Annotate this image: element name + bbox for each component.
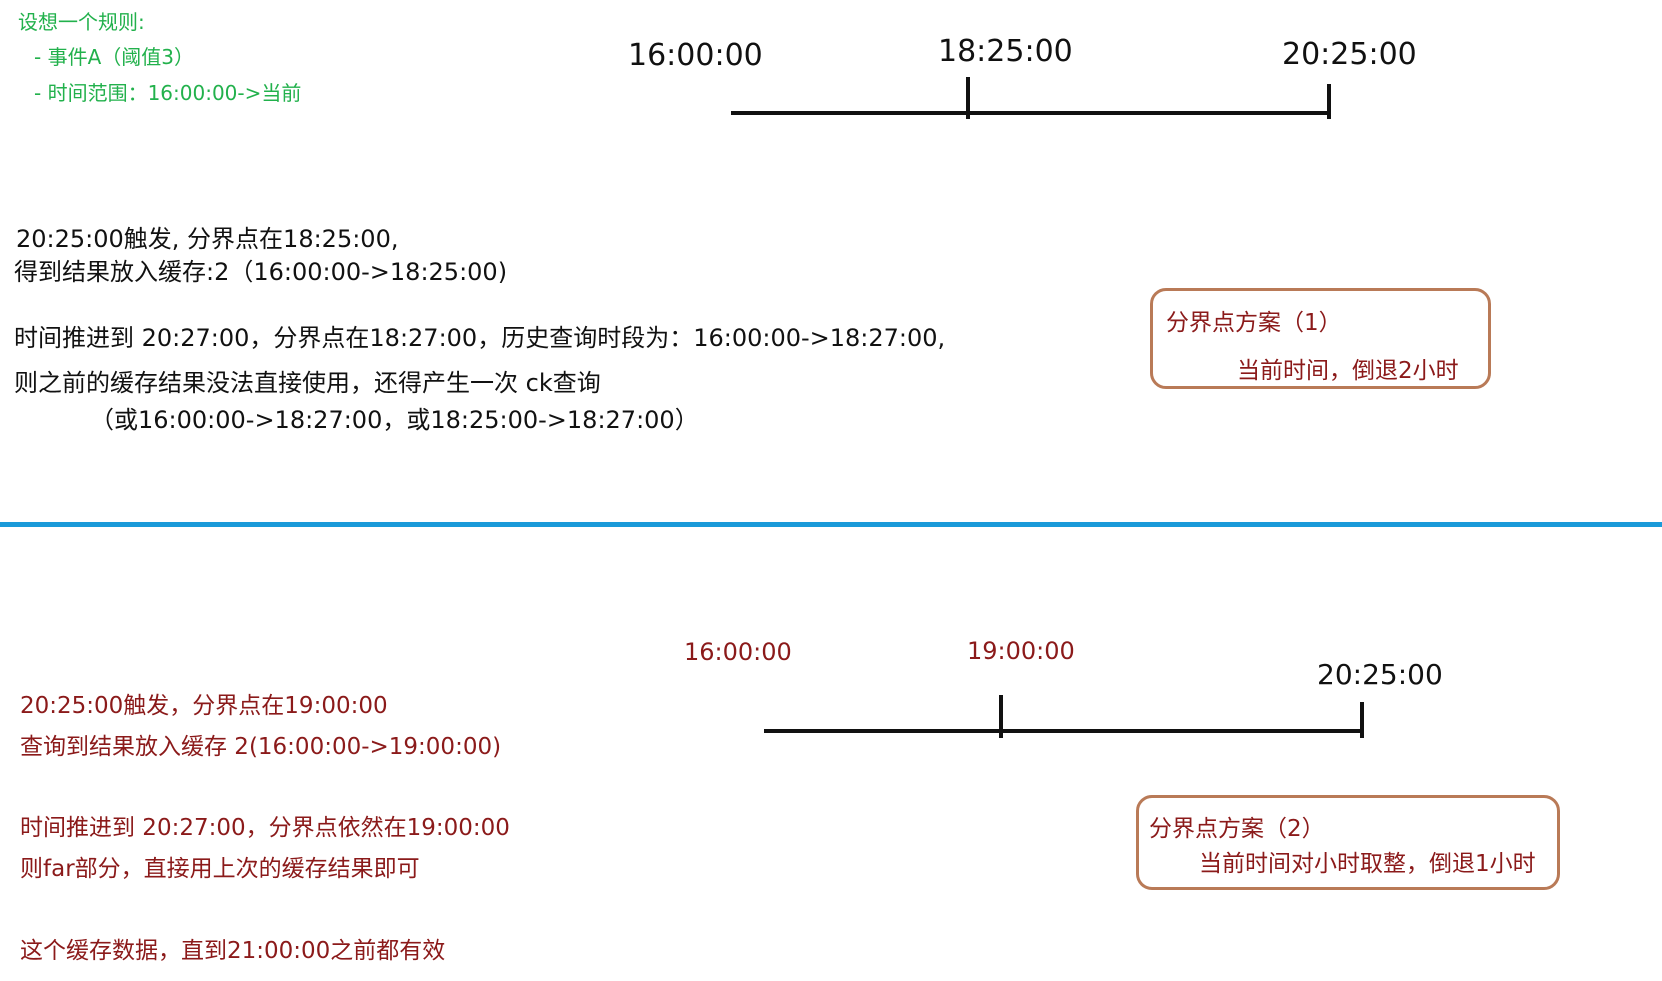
scheme2-subtitle: 当前时间对小时取整，倒退1小时 — [1199, 851, 1536, 877]
scheme2-title: 分界点方案（2） — [1149, 816, 1325, 842]
rule-title: 设想一个规则: — [18, 10, 145, 34]
section-divider — [0, 522, 1662, 527]
section2-line2: 查询到结果放入缓存 2(16:00:00->19:00:00) — [20, 734, 502, 760]
scheme1-title: 分界点方案（1） — [1166, 310, 1342, 336]
section1-line1: 20:25:00触发, 分界点在18:25:00, — [16, 225, 399, 253]
timeline1 — [731, 77, 1331, 119]
section2-line4: 则far部分，直接用上次的缓存结果即可 — [20, 856, 420, 882]
section1-line2: 得到结果放入缓存:2（16:00:00->18:25:00) — [14, 258, 508, 286]
timeline2-end-label: 20:25:00 — [1317, 658, 1443, 691]
rule-item-event: - 事件A（阈值3） — [34, 45, 194, 69]
section2-line1: 20:25:00触发，分界点在19:00:00 — [20, 693, 388, 719]
timeline2-start-label: 16:00:00 — [684, 638, 792, 666]
section2-line3: 时间推进到 20:27:00，分界点依然在19:00:00 — [20, 815, 510, 841]
timeline1-mid-label: 18:25:00 — [938, 34, 1073, 69]
timeline1-start-label: 16:00:00 — [628, 38, 763, 73]
section1-line5: （或16:00:00->18:27:00，或18:25:00->18:27:00… — [90, 406, 699, 434]
scheme2-box: 分界点方案（2） 当前时间对小时取整，倒退1小时 — [1136, 795, 1560, 890]
rule-item-time-range: - 时间范围：16:00:00->当前 — [34, 81, 302, 105]
section2-line5: 这个缓存数据，直到21:00:00之前都有效 — [20, 938, 446, 964]
timeline1-end-label: 20:25:00 — [1282, 37, 1417, 72]
section1-line4: 则之前的缓存结果没法直接使用，还得产生一次 ck查询 — [14, 369, 601, 397]
scheme1-box: 分界点方案（1） 当前时间，倒退2小时 — [1150, 288, 1491, 389]
section1-line3: 时间推进到 20:27:00，分界点在18:27:00，历史查询时段为：16:0… — [14, 324, 946, 352]
scheme1-subtitle: 当前时间，倒退2小时 — [1237, 358, 1459, 384]
timeline2 — [764, 695, 1364, 738]
timeline2-mid-label: 19:00:00 — [967, 637, 1075, 665]
